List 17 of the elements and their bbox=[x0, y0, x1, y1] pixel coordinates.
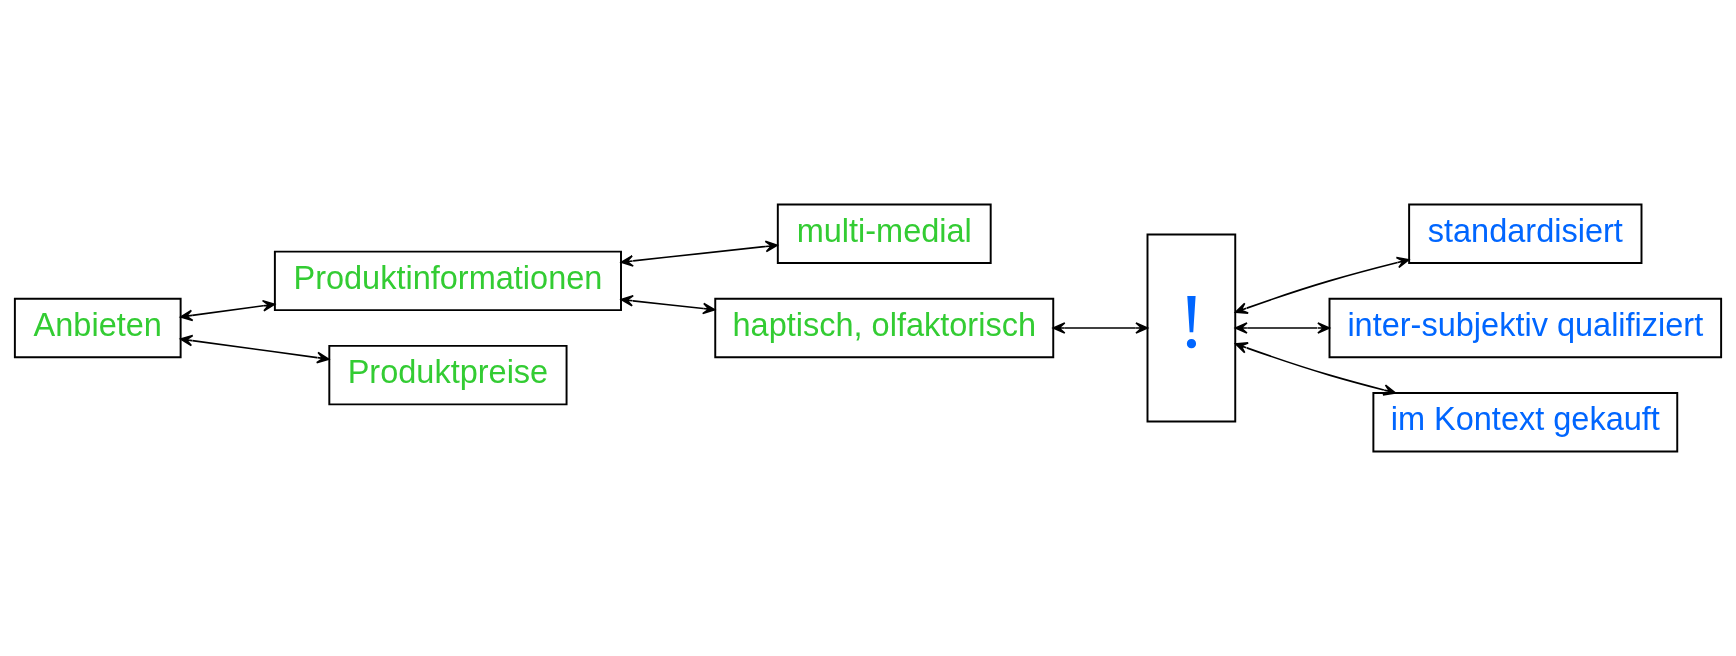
node-box: Produktpreise bbox=[328, 344, 568, 406]
node-box: im Kontext gekauft bbox=[1372, 392, 1679, 453]
arrow bbox=[179, 299, 276, 322]
arrow bbox=[620, 240, 778, 267]
arrow bbox=[1234, 322, 1331, 334]
arrow bbox=[1234, 256, 1410, 314]
arrow bbox=[620, 294, 716, 315]
node-box: haptisch, olfaktorisch bbox=[714, 297, 1055, 359]
arrow bbox=[179, 334, 330, 364]
node-box: multi-medial bbox=[776, 203, 992, 264]
arrow bbox=[1234, 342, 1397, 396]
node-box: ! bbox=[1146, 233, 1237, 423]
node-box: Anbieten bbox=[13, 297, 182, 359]
node-box: inter-subjektiv qualifiziert bbox=[1328, 297, 1723, 359]
arrow bbox=[1052, 322, 1149, 334]
node-box: Produktinformationen bbox=[273, 250, 622, 312]
node-box: standardisiert bbox=[1408, 203, 1643, 264]
